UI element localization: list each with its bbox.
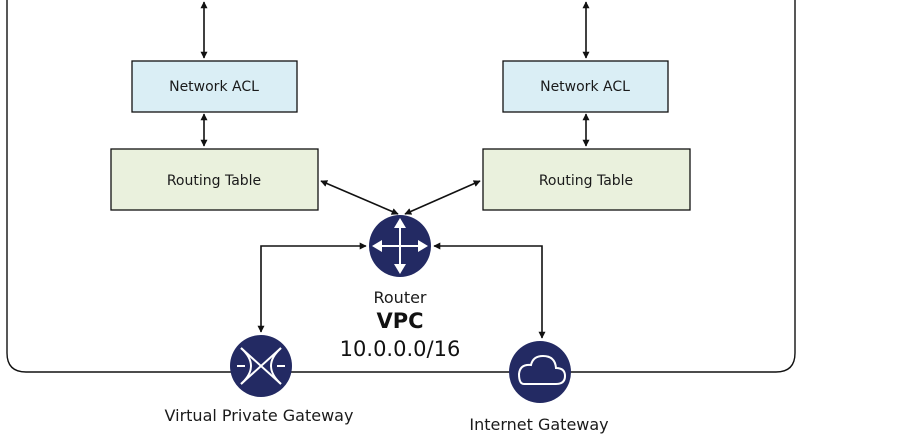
vpc-cidr: 10.0.0.0/16 [340, 337, 461, 361]
router-vpg-connector [257, 242, 367, 333]
left-routing-table-label: Routing Table [167, 173, 261, 189]
right-network-acl-label: Network ACL [540, 79, 630, 95]
igw-label: Internet Gateway [469, 415, 608, 434]
internet-gateway-cloud-icon [509, 341, 571, 403]
right-routing-table-label: Routing Table [539, 173, 633, 189]
vpc-boundary [6, 0, 796, 373]
left-routing-table-box [110, 148, 319, 211]
right-network-acl-box [502, 60, 669, 113]
router-icon [369, 215, 431, 277]
left-routing-router-connector [320, 180, 399, 215]
vpc-title: VPC [376, 309, 423, 333]
router-label: Router [373, 288, 426, 307]
right-routing-table-box [482, 148, 691, 211]
right-routing-router-connector [404, 180, 481, 215]
virtual-private-gateway-icon [230, 335, 292, 397]
left-network-acl-label: Network ACL [169, 79, 259, 95]
left-network-acl-box [131, 60, 298, 113]
router-igw-connector [433, 242, 546, 339]
vpg-label: Virtual Private Gateway [165, 406, 354, 425]
